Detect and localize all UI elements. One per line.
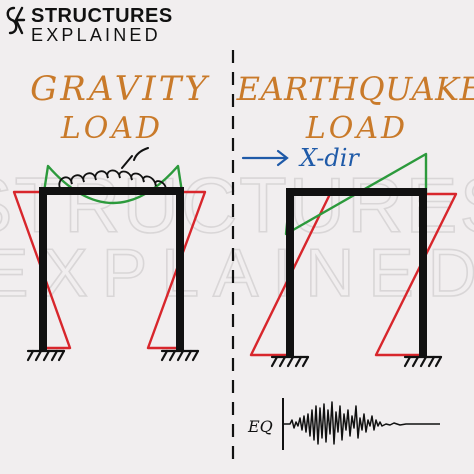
load-label-arrow [121, 147, 149, 169]
gravity-frame [12, 147, 207, 362]
right-title-line1: EARTHQUAKE [236, 70, 474, 108]
right-title-line2: LOAD [305, 111, 408, 146]
distributed-load [58, 169, 167, 191]
left-title: GRAVITY LOAD [30, 69, 210, 146]
logo-line1: STRUCTURES [31, 5, 173, 27]
seismogram-trace [284, 401, 440, 445]
watermark-line2: EXPLAINED [0, 235, 474, 311]
left-title-line2: LOAD [60, 111, 163, 146]
logo-mark [6, 6, 26, 35]
x-direction-label: X-dir [298, 144, 360, 172]
left-column-1 [39, 190, 47, 350]
gravity-beam-moment [42, 164, 184, 205]
right-beam [286, 188, 427, 196]
right-supports [270, 355, 443, 368]
left-supports [26, 349, 200, 362]
ground-motion: EQ [247, 398, 440, 450]
x-direction-arrow [241, 149, 289, 167]
left-beam [39, 187, 184, 195]
left-column-2 [176, 190, 184, 350]
left-title-line1: GRAVITY [30, 69, 210, 109]
right-column-1 [286, 190, 294, 357]
earthquake-frame: X-dir [241, 144, 458, 368]
right-column-2 [419, 190, 427, 357]
right-title: EARTHQUAKE LOAD [236, 70, 474, 146]
logo: STRUCTURES EXPLAINED [6, 5, 173, 45]
watermark: STRUCTURES EXPLAINED [0, 160, 474, 312]
ground-motion-label: EQ [247, 417, 273, 436]
logo-line2: EXPLAINED [31, 25, 161, 45]
